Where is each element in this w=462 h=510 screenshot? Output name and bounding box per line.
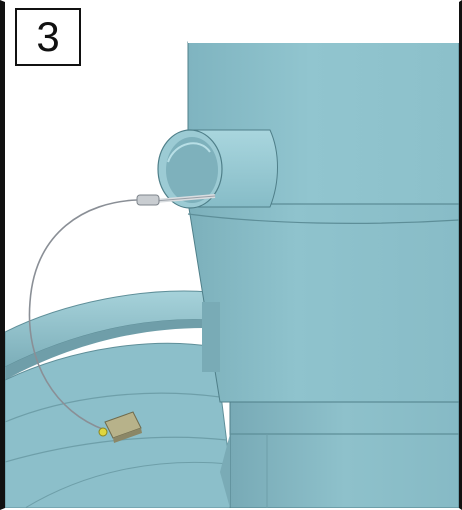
support-post bbox=[202, 302, 220, 372]
base-ring bbox=[5, 291, 235, 508]
device-indicator bbox=[99, 428, 107, 436]
cone-section bbox=[188, 202, 459, 402]
installation-illustration bbox=[5, 2, 459, 508]
probe-connector bbox=[137, 195, 159, 205]
step-number: 3 bbox=[36, 16, 59, 58]
lower-cylinder bbox=[220, 397, 459, 508]
step-number-badge: 3 bbox=[15, 8, 81, 66]
side-port bbox=[158, 130, 278, 208]
